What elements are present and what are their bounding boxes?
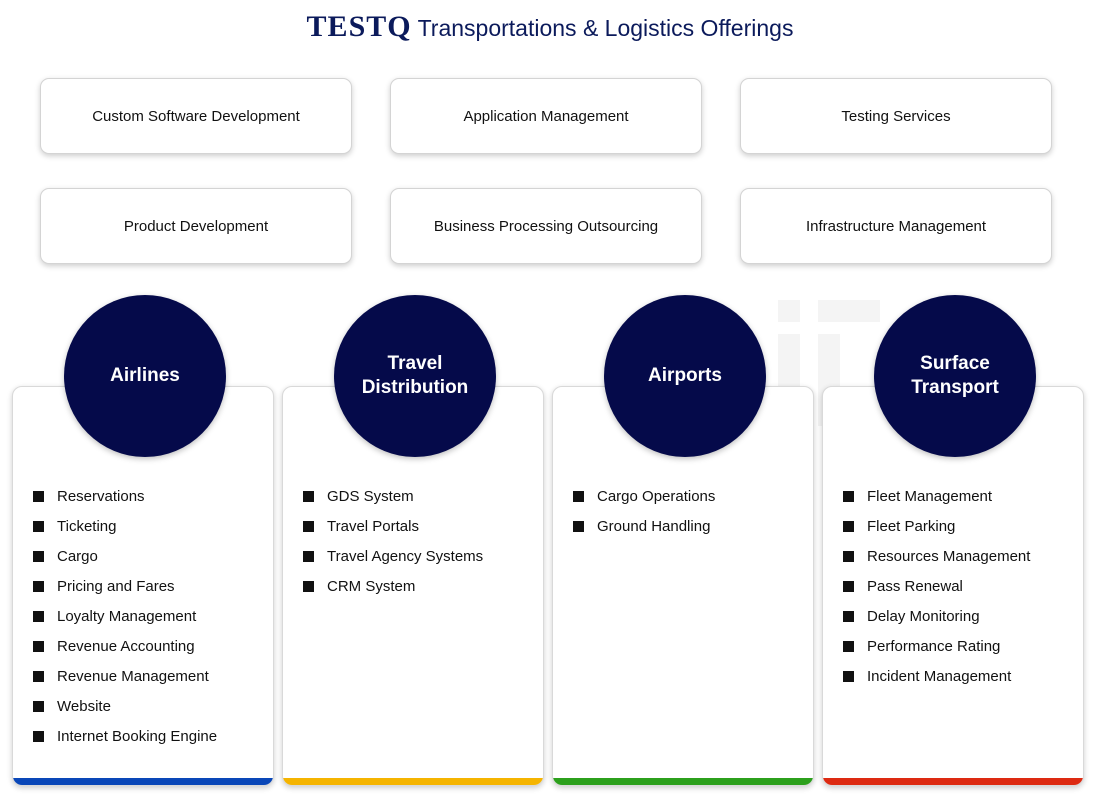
segment-item: GDS System	[303, 481, 537, 511]
bullet-square-icon	[303, 520, 314, 532]
segment-item: Reservations	[33, 481, 267, 511]
segment-item-label: Pass Renewal	[867, 577, 963, 595]
bullet-square-icon	[843, 670, 854, 682]
segment-item: Ticketing	[33, 511, 267, 541]
brand-name: TESTQ	[306, 10, 412, 43]
segment-item: Resources Management	[843, 541, 1077, 571]
segment-item: Delay Monitoring	[843, 601, 1077, 631]
segment-item: Performance Rating	[843, 631, 1077, 661]
segment-item: Incident Management	[843, 661, 1077, 691]
accent-bar	[823, 778, 1083, 785]
segment-item-label: Internet Booking Engine	[57, 727, 218, 745]
bullet-square-icon	[843, 610, 854, 622]
segment-item-label: Cargo Operations	[597, 487, 716, 505]
bullet-square-icon	[843, 580, 854, 592]
segment-item-label: Cargo	[57, 547, 98, 565]
title-text: Transportations & Logistics Offerings	[417, 15, 794, 41]
segment-item-label: Performance Rating	[867, 637, 1001, 655]
bullet-square-icon	[573, 490, 584, 502]
segment-item: Pricing and Fares	[33, 571, 267, 601]
segment-item-label: Ticketing	[57, 517, 117, 535]
segment-item-label: Incident Management	[867, 667, 1012, 685]
segment-item: Cargo Operations	[573, 481, 807, 511]
offering-box: Application Management	[390, 78, 702, 154]
segment-item: Fleet Management	[843, 481, 1077, 511]
segment-item: Internet Booking Engine	[33, 721, 267, 751]
offering-box: Testing Services	[740, 78, 1052, 154]
segment-item: Pass Renewal	[843, 571, 1077, 601]
segment-item: Loyalty Management	[33, 601, 267, 631]
segment-item: CRM System	[303, 571, 537, 601]
segment-name-line: Travel	[387, 353, 443, 374]
offering-box: Product Development	[40, 188, 352, 264]
bullet-square-icon	[33, 550, 44, 562]
segment-item: Website	[33, 691, 267, 721]
segment-name-line: Airlines	[110, 365, 180, 386]
segment-item-label: Fleet Parking	[867, 517, 956, 535]
segment-name-line: Distribution	[361, 377, 469, 398]
segment-item-label: Revenue Management	[57, 667, 209, 685]
segment-item: Revenue Accounting	[33, 631, 267, 661]
offering-box: Infrastructure Management	[740, 188, 1052, 264]
segment-name: Airlines	[110, 364, 180, 388]
bullet-square-icon	[33, 640, 44, 652]
bullet-square-icon	[33, 520, 44, 532]
bullet-square-icon	[33, 730, 44, 742]
segment-item-label: Resources Management	[867, 547, 1031, 565]
segment-item-label: Ground Handling	[597, 517, 711, 535]
segment-item-label: Pricing and Fares	[57, 577, 175, 595]
segment-item: Ground Handling	[573, 511, 807, 541]
segment-item-label: Travel Agency Systems	[327, 547, 484, 565]
segment-item: Revenue Management	[33, 661, 267, 691]
bullet-square-icon	[843, 640, 854, 652]
accent-bar	[553, 778, 813, 785]
segment-item: Cargo	[33, 541, 267, 571]
segment-item-label: CRM System	[327, 577, 416, 595]
accent-bar	[13, 778, 273, 785]
offering-box: Business Processing Outsourcing	[390, 188, 702, 264]
segment-item-label: Revenue Accounting	[57, 637, 195, 655]
segment-item: Fleet Parking	[843, 511, 1077, 541]
bullet-square-icon	[843, 550, 854, 562]
bullet-square-icon	[843, 520, 854, 532]
segment-name-line: Airports	[648, 365, 722, 386]
bullet-square-icon	[303, 580, 314, 592]
segment-name-line: Transport	[911, 377, 999, 398]
segment-circle-airlines: Airlines	[64, 295, 226, 457]
bullet-square-icon	[303, 490, 314, 502]
bullet-square-icon	[573, 520, 584, 532]
segment-item-label: Delay Monitoring	[867, 607, 980, 625]
segment-item-label: Website	[57, 697, 111, 715]
bullet-square-icon	[303, 550, 314, 562]
segment-name-line: Surface	[920, 353, 990, 374]
segment-item-label: Travel Portals	[327, 517, 419, 535]
bullet-square-icon	[33, 610, 44, 622]
offering-box: Custom Software Development	[40, 78, 352, 154]
bullet-square-icon	[33, 490, 44, 502]
bullet-square-icon	[33, 700, 44, 712]
accent-bar	[283, 778, 543, 785]
bullet-square-icon	[33, 670, 44, 682]
segment-item-label: GDS System	[327, 487, 414, 505]
segment-item: Travel Agency Systems	[303, 541, 537, 571]
segment-item: Travel Portals	[303, 511, 537, 541]
segment-circle-airports: Airports	[604, 295, 766, 457]
segment-item-label: Reservations	[57, 487, 145, 505]
segment-item-label: Fleet Management	[867, 487, 993, 505]
segment-item-label: Loyalty Management	[57, 607, 197, 625]
bullet-square-icon	[843, 490, 854, 502]
segment-name: Airports	[648, 364, 722, 388]
bullet-square-icon	[33, 580, 44, 592]
